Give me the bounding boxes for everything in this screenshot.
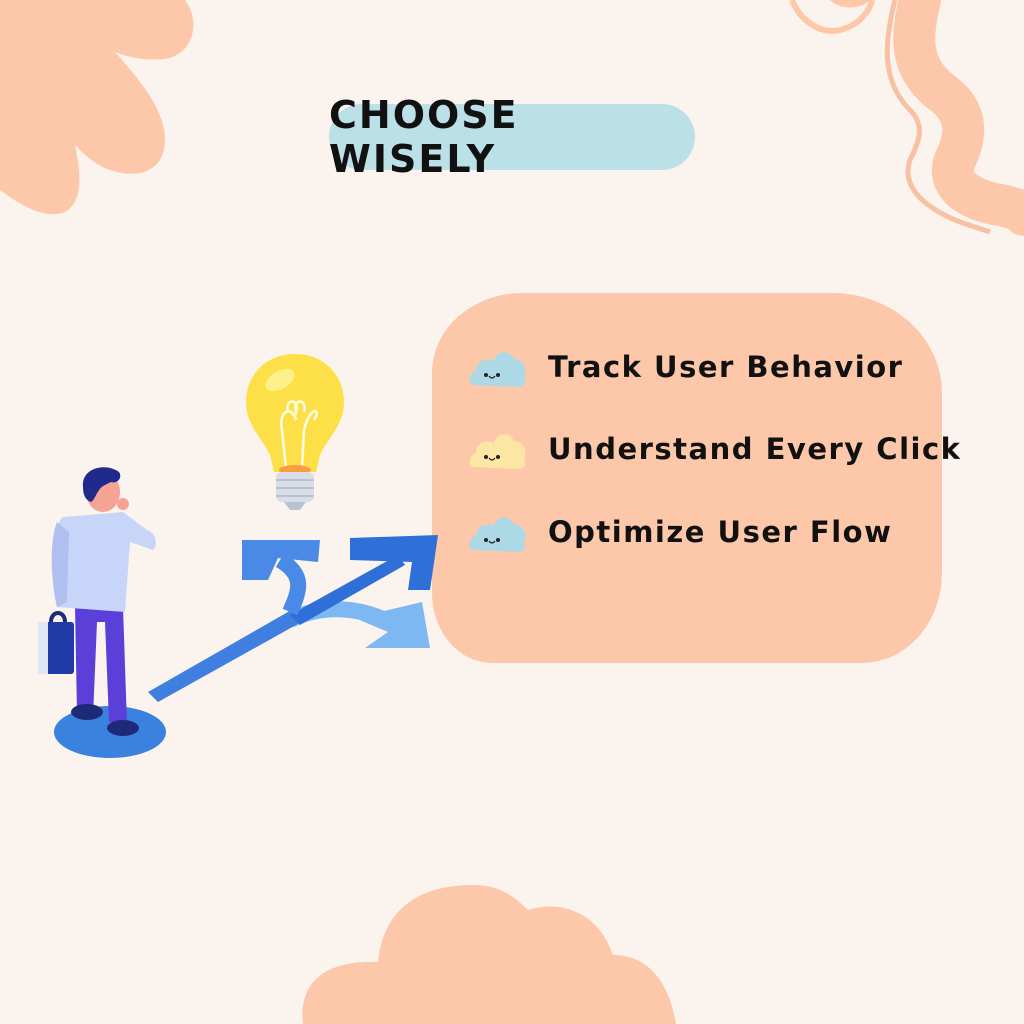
flower-blob-decoration (0, 0, 194, 215)
list-item-label: Track User Behavior (548, 350, 904, 384)
bottom-cloud-decoration (302, 885, 676, 1024)
cloud-face-icon (469, 517, 526, 552)
title-pill: CHOOSE WISELY (329, 93, 695, 181)
page-title: CHOOSE WISELY (329, 93, 519, 181)
list-item-label: Optimize User Flow (548, 515, 893, 549)
squiggle-decoration (789, 0, 1024, 236)
lightbulb-icon (246, 354, 344, 510)
list-item: Track User Behavior (468, 345, 903, 389)
cloud-face-icon (469, 434, 526, 469)
list-item: Optimize User Flow (468, 510, 892, 554)
list-item-label: Understand Every Click (548, 432, 962, 466)
branching-arrows (148, 535, 438, 702)
person-with-briefcase (38, 467, 166, 758)
cloud-face-icon (469, 352, 526, 387)
feature-panel (432, 293, 942, 663)
list-item: Understand Every Click (468, 427, 961, 471)
